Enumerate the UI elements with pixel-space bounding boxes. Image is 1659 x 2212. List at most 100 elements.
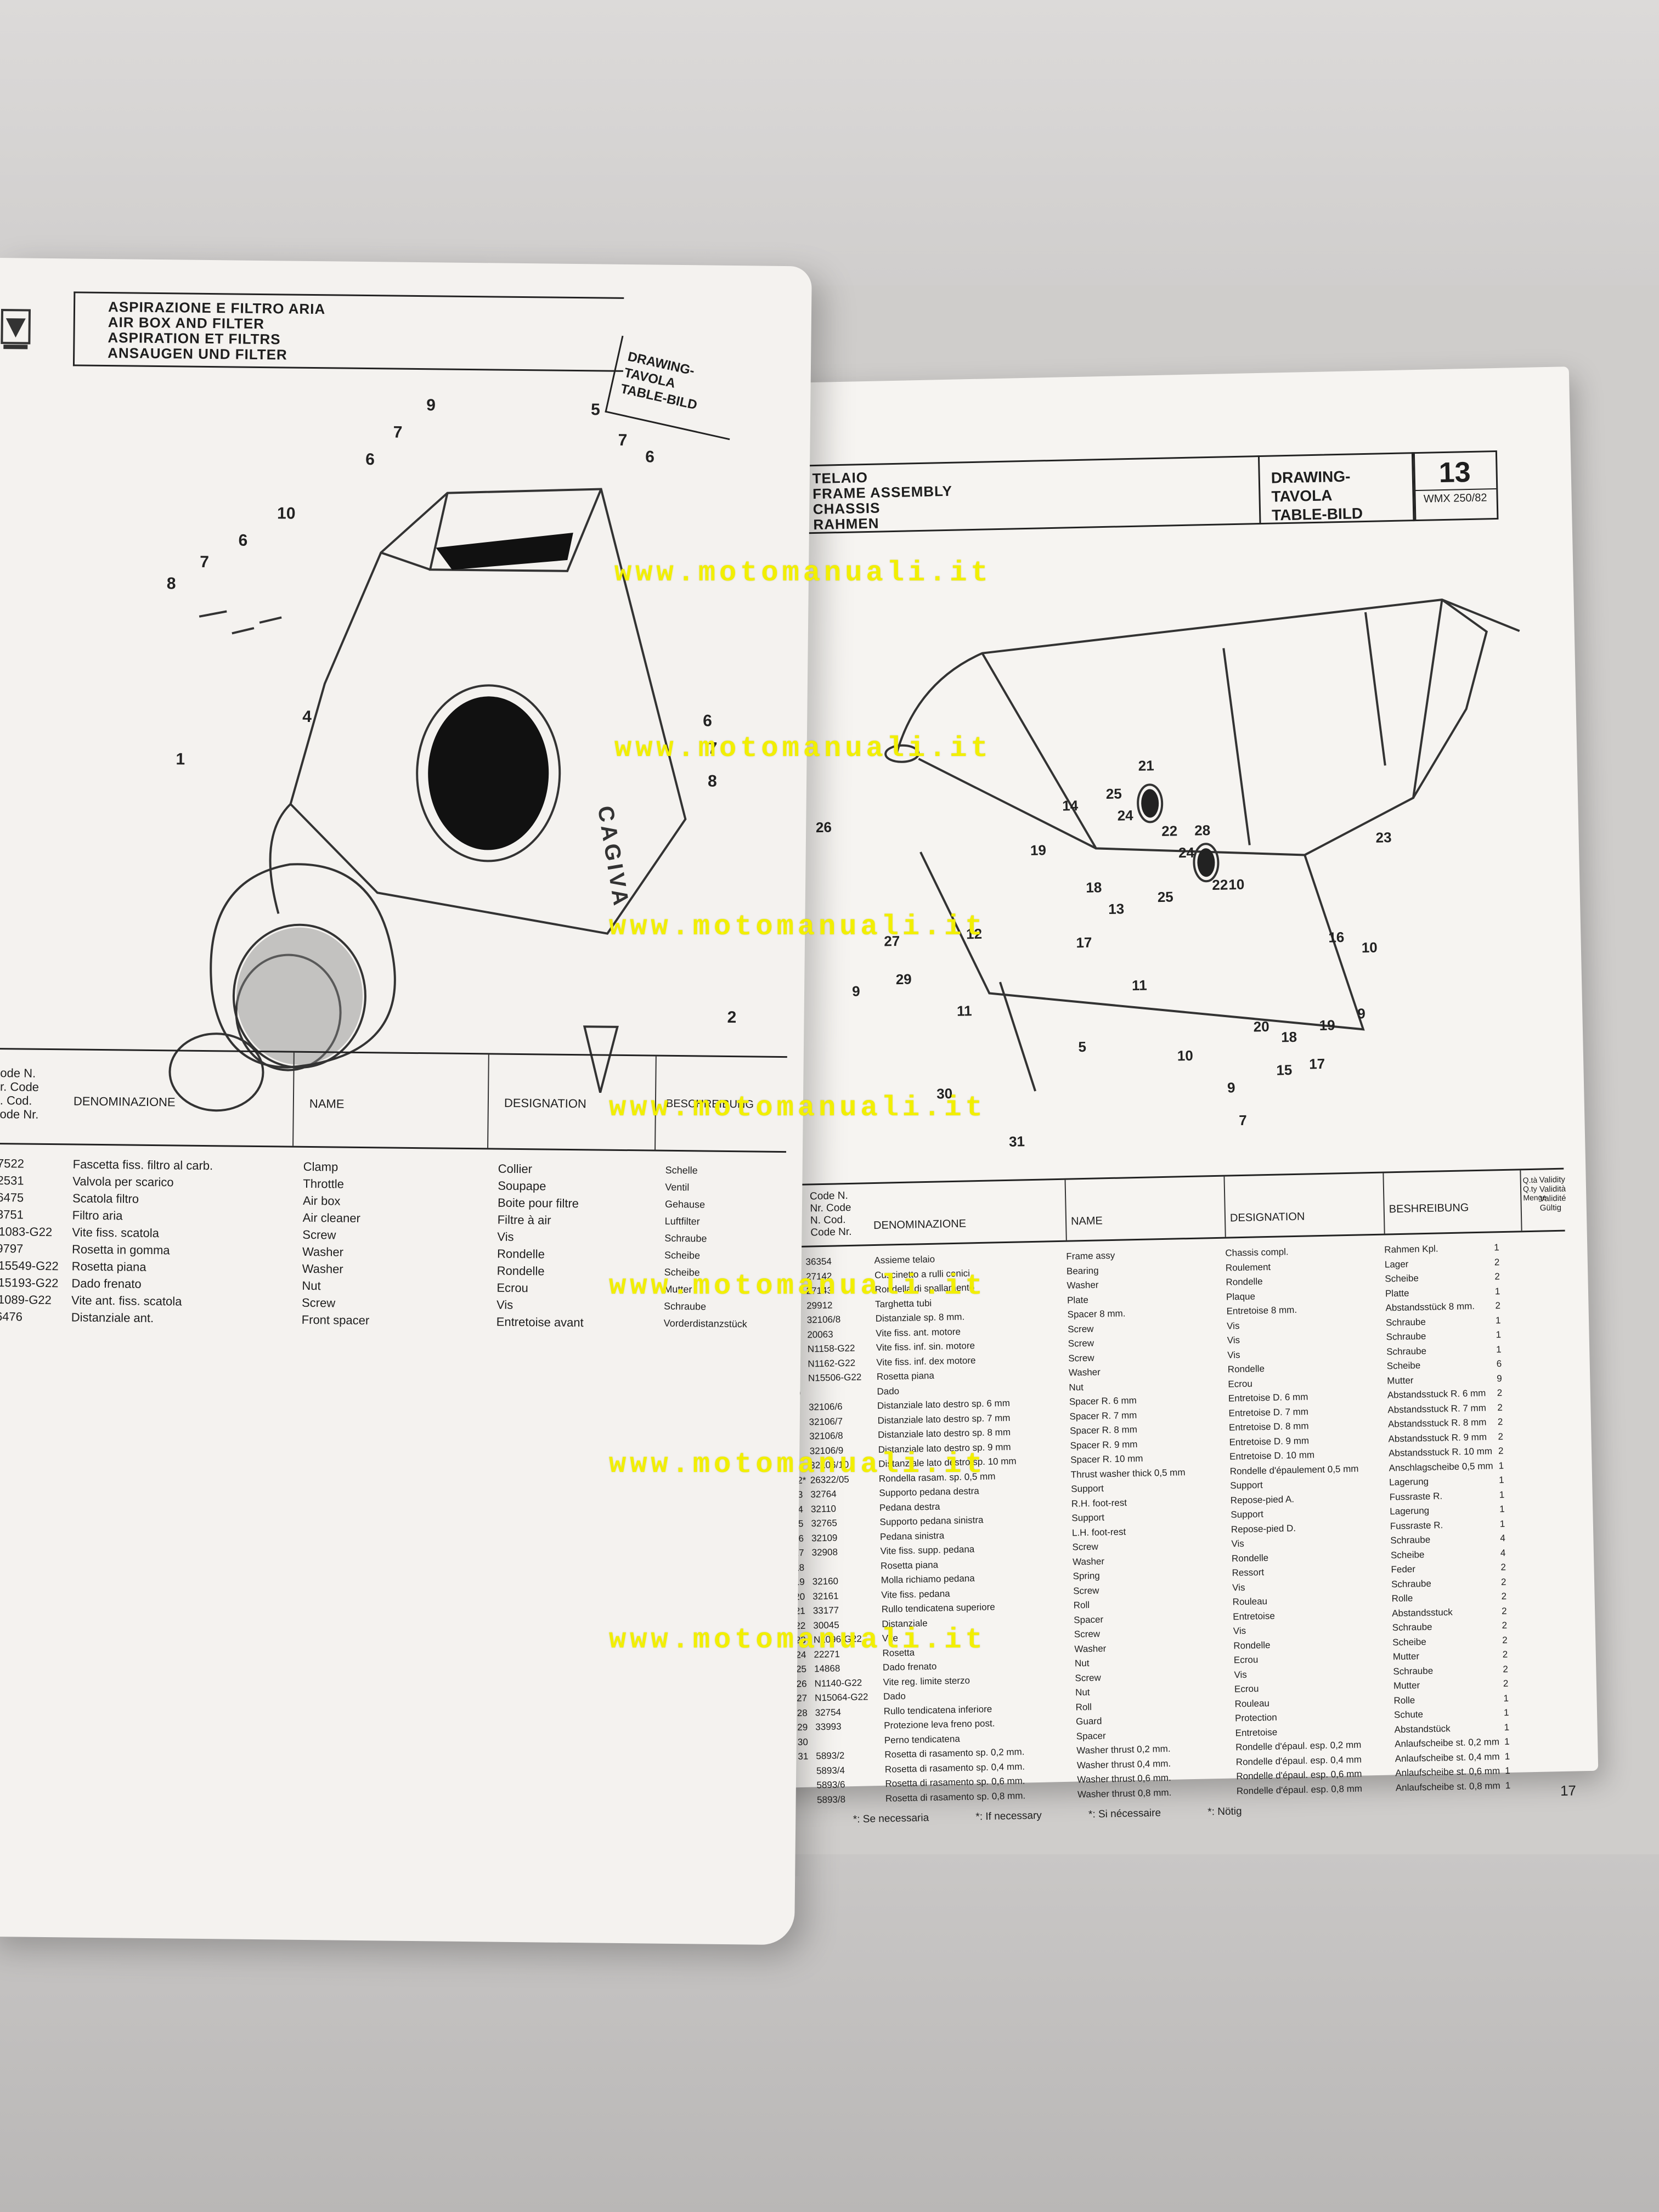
beschreibung-cell: Abstandsstuck R. 10 mm bbox=[1388, 1446, 1493, 1459]
part-code-cell: N1140-G22 bbox=[814, 1677, 862, 1689]
svg-text:16: 16 bbox=[1328, 929, 1345, 946]
denominazione-cell: Filtro aria bbox=[72, 1208, 123, 1223]
part-code-cell: 14868 bbox=[814, 1663, 840, 1674]
left-page: ASPIRAZIONE E FILTRO ARIA AIR BOX AND FI… bbox=[0, 258, 812, 1945]
quantity-cell: 2 bbox=[1502, 1649, 1508, 1660]
denominazione-cell: Scatola filtro bbox=[72, 1191, 139, 1206]
beschreibung-cell: Lager bbox=[1384, 1259, 1409, 1270]
quantity-cell: 2 bbox=[1498, 1446, 1504, 1457]
header-validity: Validity bbox=[1539, 1175, 1566, 1185]
beschreibung-cell: Luftfilter bbox=[664, 1215, 700, 1227]
svg-text:10: 10 bbox=[277, 504, 296, 522]
quantity-cell: 9 bbox=[1497, 1373, 1502, 1384]
designation-cell: Rondelle d'épaul. esp. 0,8 mm bbox=[1236, 1783, 1363, 1796]
quantity-cell: 1 bbox=[1504, 1722, 1510, 1733]
part-code-cell: 32908 bbox=[811, 1547, 838, 1558]
denominazione-cell: Rosetta di rasamento sp. 0,8 mm. bbox=[885, 1790, 1026, 1804]
header-code: Nr. Code bbox=[810, 1201, 851, 1215]
name-cell: Front spacer bbox=[301, 1312, 370, 1328]
part-code-cell: 32531 bbox=[0, 1173, 24, 1188]
quantity-cell: 1 bbox=[1505, 1765, 1510, 1776]
designation-cell: Collier bbox=[498, 1161, 533, 1176]
svg-text:25: 25 bbox=[1105, 785, 1122, 802]
part-code-cell: 20063 bbox=[807, 1329, 833, 1340]
quantity-cell: 2 bbox=[1494, 1271, 1500, 1282]
svg-text:10: 10 bbox=[1177, 1047, 1194, 1064]
header-code: N. Cod. bbox=[810, 1214, 846, 1227]
svg-text:24: 24 bbox=[1178, 844, 1195, 861]
header-validity: Validità bbox=[1539, 1184, 1566, 1194]
part-code-cell: 32764 bbox=[810, 1488, 837, 1500]
denominazione-cell: Fascetta fiss. filtro al carb. bbox=[72, 1157, 213, 1173]
name-cell: Throttle bbox=[303, 1176, 345, 1191]
quantity-cell: 1 bbox=[1499, 1504, 1505, 1515]
right-title-box: TELAIO FRAME ASSEMBLY CHASSIS RAHMEN bbox=[803, 455, 1261, 534]
part-code-cell: 5893/8 bbox=[816, 1793, 846, 1805]
beschreibung-cell: Ventil bbox=[665, 1181, 690, 1193]
beschreibung-cell: Rahmen Kpl. bbox=[1384, 1243, 1438, 1255]
watermark-text: www.motomanuali.it bbox=[609, 1448, 986, 1481]
quantity-cell: 2 bbox=[1494, 1256, 1500, 1267]
beschreibung-cell: Vorderdistanzstück bbox=[663, 1317, 747, 1330]
quantity-cell: 1 bbox=[1503, 1692, 1509, 1703]
part-code-cell: 33993 bbox=[815, 1721, 842, 1733]
designation-cell: Entretoise avant bbox=[496, 1314, 584, 1330]
beschreibung-cell: Schraube bbox=[1391, 1578, 1432, 1589]
name-cell: Air cleaner bbox=[302, 1210, 360, 1225]
beschreibung-cell: Schelle bbox=[665, 1164, 698, 1176]
svg-text:8: 8 bbox=[167, 574, 176, 592]
watermark-text: www.motomanuali.it bbox=[609, 1270, 986, 1302]
beschreibung-cell: Scheibe bbox=[664, 1249, 701, 1261]
part-code-cell: 5893/4 bbox=[816, 1764, 845, 1776]
beschreibung-cell: Feder bbox=[1391, 1564, 1416, 1575]
part-code-cell: N1089-G22 bbox=[0, 1292, 52, 1307]
quantity-cell: 4 bbox=[1500, 1547, 1506, 1558]
part-code-cell: N1083-G22 bbox=[0, 1224, 53, 1239]
svg-text:21: 21 bbox=[1138, 757, 1154, 774]
svg-text:9: 9 bbox=[426, 396, 436, 414]
part-code-cell: 33751 bbox=[0, 1207, 24, 1222]
part-code-cell: 36476 bbox=[0, 1309, 23, 1324]
beschreibung-cell: Scheibe bbox=[1390, 1549, 1425, 1560]
part-code-cell: 36475 bbox=[0, 1190, 24, 1205]
header-code: N. Cod. bbox=[0, 1093, 32, 1108]
divider bbox=[292, 1052, 295, 1146]
svg-text:6: 6 bbox=[365, 450, 375, 469]
left-denominazione-column: Fascetta fiss. filtro al carb.Valvola pe… bbox=[71, 1155, 292, 1328]
beschreibung-cell: Abstandsstuck R. 7 mm bbox=[1387, 1402, 1487, 1415]
right-drawing-label-box: DRAWING-TAVOLA TABLE-BILD bbox=[1257, 452, 1417, 525]
part-code-cell: 32754 bbox=[815, 1706, 842, 1718]
designation-cell: Vis bbox=[497, 1229, 514, 1244]
quantity-cell: 2 bbox=[1501, 1605, 1507, 1616]
name-cell: Washer bbox=[302, 1244, 344, 1259]
quantity-cell: 2 bbox=[1501, 1591, 1507, 1602]
footnote: *: Nötig bbox=[1207, 1805, 1242, 1818]
footnote: *: If necessary bbox=[975, 1809, 1042, 1823]
beschreibung-cell: Abstandsstück 8 mm. bbox=[1385, 1301, 1475, 1313]
quantity-cell: 1 bbox=[1499, 1518, 1505, 1529]
quantity-cell: 2 bbox=[1498, 1431, 1504, 1442]
svg-text:26: 26 bbox=[816, 819, 832, 836]
quantity-cell: 1 bbox=[1496, 1344, 1502, 1355]
svg-text:5: 5 bbox=[1078, 1039, 1086, 1055]
quantity-cell: 2 bbox=[1500, 1562, 1506, 1573]
header-denominazione: DENOMINAZIONE bbox=[73, 1094, 176, 1109]
designation-cell: Boite pour filtre bbox=[497, 1195, 579, 1211]
quantity-cell: 4 bbox=[1500, 1533, 1506, 1544]
beschreibung-cell: Schraube bbox=[1390, 1534, 1431, 1546]
watermark-text: www.motomanuali.it bbox=[609, 1624, 986, 1656]
beschreibung-cell: Schraube bbox=[1392, 1621, 1432, 1633]
denominazione-cell: Valvola per scarico bbox=[72, 1174, 174, 1189]
part-code-cell: N15064-G22 bbox=[814, 1691, 868, 1703]
svg-text:7: 7 bbox=[708, 740, 718, 758]
part-code-cell: N15193-G22 bbox=[0, 1275, 59, 1290]
svg-text:7: 7 bbox=[618, 431, 627, 449]
svg-text:17: 17 bbox=[1309, 1056, 1325, 1073]
svg-text:6: 6 bbox=[645, 448, 654, 466]
beschreibung-cell: Scheibe bbox=[1386, 1360, 1421, 1372]
header-designation: DESIGNATION bbox=[1229, 1210, 1305, 1224]
